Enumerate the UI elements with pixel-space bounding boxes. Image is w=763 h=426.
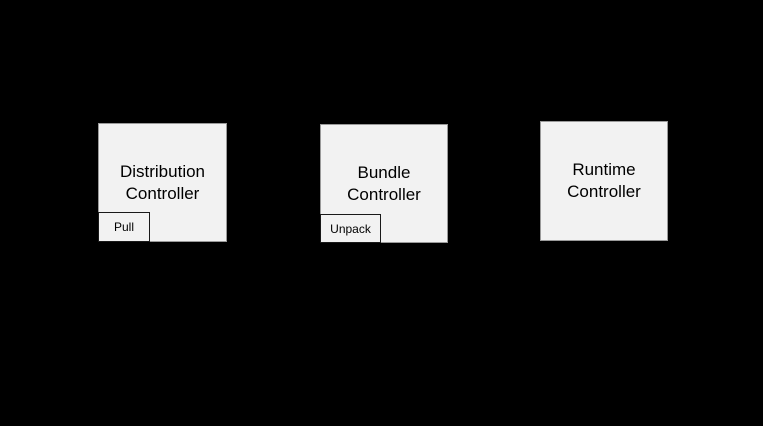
subnode-label-pull: Pull — [113, 220, 134, 234]
subnode-label-unpack: Unpack — [330, 221, 371, 236]
node-label-runtime-controller: Runtime Controller — [567, 160, 641, 201]
node-label-bundle-controller: Bundle Controller — [347, 162, 421, 204]
node-label-distribution-controller: Distribution Controller — [119, 161, 206, 203]
node-runtime-controller[interactable]: Runtime Controller — [540, 121, 668, 241]
subnode-pull[interactable]: Pull — [98, 212, 150, 242]
subnode-unpack[interactable]: Unpack — [320, 214, 381, 243]
